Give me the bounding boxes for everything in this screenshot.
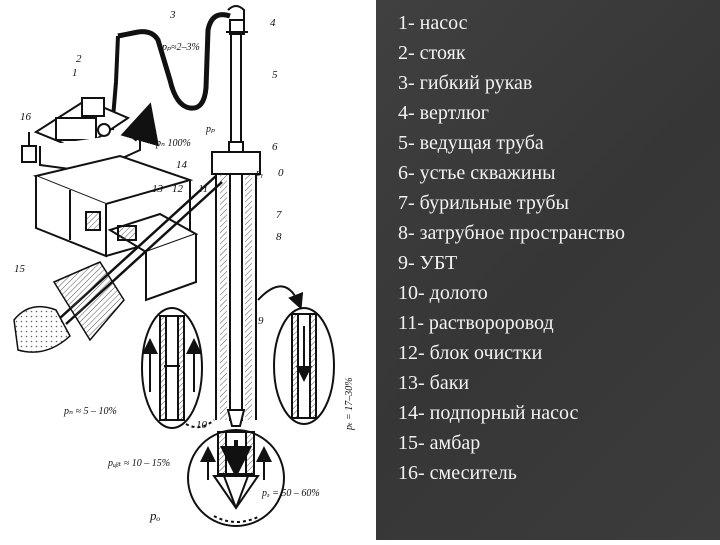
legend-item: 8- затрубное пространство <box>398 222 625 244</box>
pressure-pipe: pₜ = 17–30% <box>344 377 355 431</box>
cleaning-block <box>107 212 199 302</box>
drilling-rig-diagram: 1 2 3 4 5 6 7 8 9 10 11 12 13 14 15 16 0… <box>13 5 355 527</box>
callout-16: 16 <box>20 111 32 123</box>
wellbore <box>211 151 261 420</box>
pressure-labels: pₚ≈2–3% pₙ 100% pₚ pᵧ pₜ = 17–30% pₙ ≈ 5… <box>63 42 355 523</box>
legend-list: 1- насос 2- стояк 3- гибкий рукав 4- вер… <box>398 8 625 488</box>
callout-numbers: 1 2 3 4 5 6 7 8 9 10 11 12 13 14 15 16 0 <box>14 9 284 431</box>
legend-item: 13- баки <box>398 372 470 394</box>
legend-item: 3- гибкий рукав <box>398 72 533 94</box>
callout-zero: 0 <box>278 167 284 179</box>
callout-1: 1 <box>72 67 78 79</box>
pressure-collars: pᵤᵦₜ ≈ 10 – 15% <box>107 458 170 469</box>
legend-panel <box>376 0 720 540</box>
callout-2: 2 <box>76 53 82 65</box>
kelly-drill-pipe <box>228 33 244 421</box>
swivel <box>226 5 248 35</box>
pump-arrow <box>120 102 159 147</box>
detail-bottom-hole <box>187 429 285 527</box>
pressure-bit: pₔ = 50 – 60% <box>261 488 320 499</box>
mud-pit <box>13 261 125 353</box>
callout-7: 7 <box>276 209 282 221</box>
callout-6: 6 <box>272 141 278 153</box>
drill-bit <box>226 409 246 427</box>
legend-item: 4- вертлюг <box>398 102 489 124</box>
legend-item: 10- долото <box>398 282 488 304</box>
legend-item: 14- подпорный насос <box>398 402 579 424</box>
legend-item: 7- бурильные трубы <box>398 192 569 214</box>
legend-item: 15- амбар <box>398 432 481 454</box>
callout-13: 13 <box>152 183 164 195</box>
legend-item: 12- блок очистки <box>398 342 543 364</box>
callout-10: 10 <box>196 419 208 431</box>
callout-15: 15 <box>14 263 26 275</box>
pressure-standpipe: pₚ <box>205 124 215 135</box>
legend-item: 9- УБТ <box>398 252 458 274</box>
callout-14: 14 <box>176 159 188 171</box>
legend-item: 2- стояк <box>398 42 466 64</box>
pressure-wellhead: pᵧ <box>255 168 264 179</box>
circulation-schematic: 1 2 3 4 5 6 7 8 9 10 11 12 13 14 15 16 0… <box>13 5 355 527</box>
legend-item: 16- смеситель <box>398 462 517 484</box>
callout-11: 11 <box>198 183 208 195</box>
callout-5: 5 <box>272 69 278 81</box>
pressure-bottom: pₒ <box>149 508 161 523</box>
legend-item: 6- устье скважины <box>398 162 556 184</box>
callout-9: 9 <box>258 315 264 327</box>
pressure-pump: pₙ 100% <box>155 138 191 149</box>
legend-item: 11- раствороровод <box>398 312 554 334</box>
pressure-annulus: pₙ ≈ 5 – 10% <box>63 406 117 417</box>
callout-4: 4 <box>270 17 276 29</box>
mud-pump <box>33 97 141 174</box>
pressure-hose: pₚ≈2–3% <box>161 42 200 53</box>
callout-12: 12 <box>172 183 184 195</box>
flexible-hose <box>117 12 231 111</box>
detail-pipe-inflow <box>257 285 335 425</box>
legend-item: 1- насос <box>398 12 468 34</box>
mixer <box>21 132 37 163</box>
callout-3: 3 <box>169 9 176 21</box>
detail-pipe-annulus <box>141 307 215 429</box>
callout-8: 8 <box>276 231 282 243</box>
legend-item: 5- ведущая труба <box>398 132 544 154</box>
